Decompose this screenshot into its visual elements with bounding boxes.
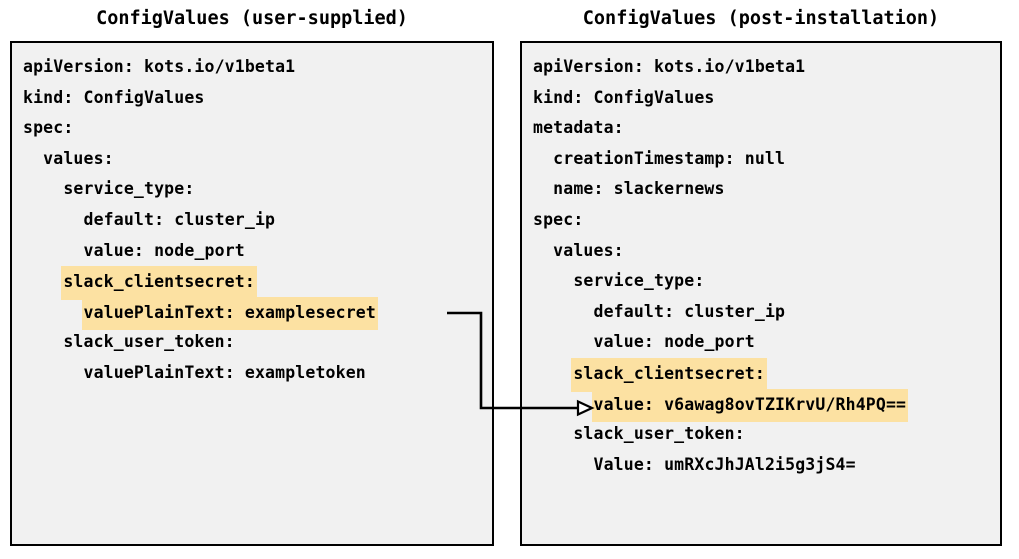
code-indent	[533, 359, 573, 390]
code-indent	[533, 327, 594, 358]
code-indent	[533, 297, 594, 328]
code-line: service_type:	[533, 266, 1000, 297]
code-indent	[23, 298, 84, 329]
code-line: creationTimestamp: null	[533, 144, 1000, 175]
code-indent	[23, 174, 63, 205]
code-indent	[533, 390, 594, 421]
code-line: valuePlainText: examplesecret	[23, 296, 492, 331]
code-indent	[23, 358, 84, 389]
code-block-user-supplied: apiVersion: kots.io/v1beta1 kind: ConfigV…	[12, 52, 492, 389]
code-line: slack_clientsecret:	[23, 266, 492, 300]
code-line: spec:	[23, 113, 492, 144]
code-line: apiVersion: kots.io/v1beta1	[533, 52, 1000, 83]
code-text: metadata:	[533, 118, 624, 138]
code-line: value: v6awag8ovTZIKrvU/Rh4PQ==	[533, 388, 1000, 423]
code-text: value: node_port	[83, 240, 245, 260]
code-line: value: node_port	[533, 327, 1000, 358]
code-text: spec:	[533, 209, 584, 229]
code-indent	[23, 327, 63, 358]
panel-title-user-supplied: ConfigValues (user-supplied)	[96, 8, 408, 29]
code-indent	[533, 450, 594, 481]
code-text: name: slackernews	[553, 179, 725, 199]
code-line: values:	[533, 236, 1000, 267]
code-indent	[533, 266, 573, 297]
code-text: service_type:	[573, 271, 705, 291]
code-text: creationTimestamp: null	[553, 148, 786, 168]
code-line: spec:	[533, 205, 1000, 236]
code-line: slack_clientsecret:	[533, 357, 1000, 392]
code-text-highlighted: slack_clientsecret:	[61, 266, 257, 300]
code-line: kind: ConfigValues	[533, 83, 1000, 114]
code-text: default: cluster_ip	[593, 301, 786, 321]
code-text-highlighted: slack_clientsecret:	[571, 357, 767, 392]
code-line: default: cluster_ip	[533, 297, 1000, 328]
code-line: slack_user_token:	[23, 327, 492, 358]
code-text: default: cluster_ip	[83, 209, 276, 229]
panel-user-supplied: apiVersion: kots.io/v1beta1 kind: ConfigV…	[10, 41, 494, 546]
code-text: values:	[553, 240, 624, 260]
code-indent	[533, 419, 573, 450]
code-line: default: cluster_ip	[23, 205, 492, 236]
code-indent	[23, 267, 63, 298]
code-text: kind: ConfigValues	[533, 87, 715, 107]
code-line: values:	[23, 144, 492, 175]
code-block-post-installation: apiVersion: kots.io/v1beta1 kind: ConfigV…	[522, 52, 1000, 480]
code-text: spec:	[23, 118, 74, 138]
code-line: metadata:	[533, 113, 1000, 144]
code-text: valuePlainText: exampletoken	[83, 362, 366, 382]
code-line: apiVersion: kots.io/v1beta1	[23, 52, 492, 83]
code-text: slack_user_token:	[573, 424, 745, 444]
code-line: slack_user_token:	[533, 419, 1000, 450]
code-text-highlighted: valuePlainText: examplesecret	[81, 296, 378, 331]
code-text: values:	[43, 148, 114, 168]
panel-title-post-installation: ConfigValues (post-installation)	[582, 8, 940, 29]
code-text: kind: ConfigValues	[23, 87, 205, 107]
code-indent	[533, 236, 553, 267]
code-line: value: node_port	[23, 236, 492, 267]
code-line: name: slackernews	[533, 174, 1000, 205]
code-line: service_type:	[23, 174, 492, 205]
code-line: Value: umRXcJhJAl2i5g3jS4=	[533, 450, 1000, 481]
code-text: slack_user_token:	[63, 332, 235, 352]
code-indent	[23, 236, 84, 267]
panel-post-installation: apiVersion: kots.io/v1beta1 kind: ConfigV…	[520, 41, 1002, 546]
code-text: Value: umRXcJhJAl2i5g3jS4=	[593, 454, 856, 474]
code-indent	[533, 174, 553, 205]
code-text: service_type:	[63, 179, 195, 199]
code-text: value: node_port	[593, 332, 755, 352]
code-indent	[23, 144, 43, 175]
code-text-highlighted: value: v6awag8ovTZIKrvU/Rh4PQ==	[591, 388, 909, 423]
code-text: apiVersion: kots.io/v1beta1	[23, 57, 296, 76]
code-indent	[23, 205, 84, 236]
code-line: valuePlainText: exampletoken	[23, 358, 492, 389]
code-indent	[533, 144, 553, 175]
code-text: apiVersion: kots.io/v1beta1	[533, 57, 806, 76]
code-line: kind: ConfigValues	[23, 83, 492, 114]
